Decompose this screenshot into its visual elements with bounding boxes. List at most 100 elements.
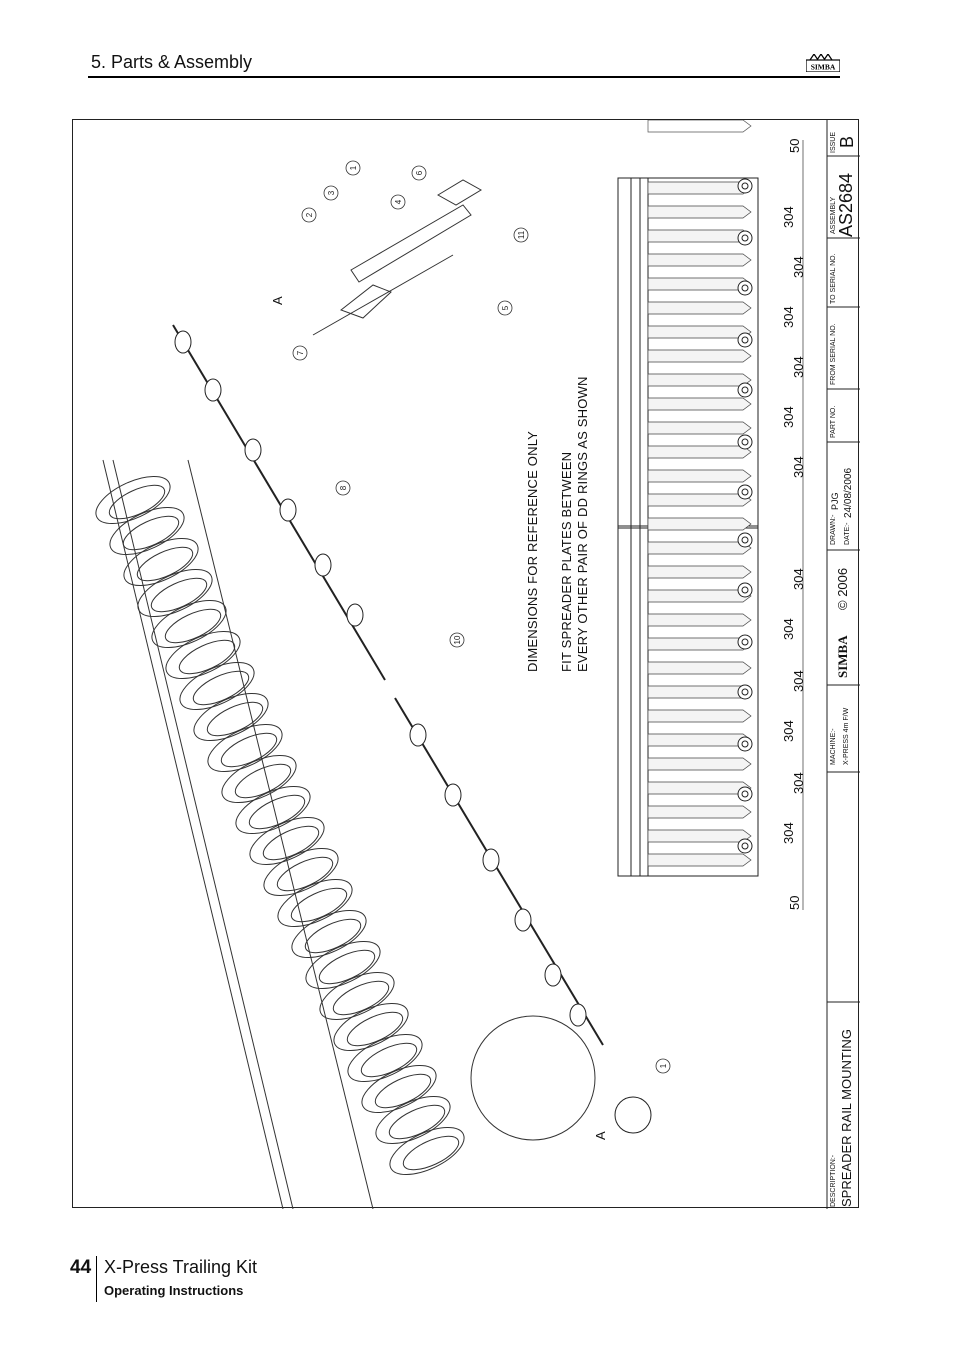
dimension-spacing: 304 xyxy=(791,568,806,590)
disc-ring-inner xyxy=(178,639,236,675)
disc-ring-inner xyxy=(388,1104,446,1140)
callout-number: 8 xyxy=(339,485,348,490)
callout-number: 1 xyxy=(349,165,358,170)
dimension-spacing: 304 xyxy=(791,670,806,692)
spreader-plate xyxy=(647,733,752,747)
disc-ring-inner xyxy=(136,546,194,582)
disc-ring xyxy=(361,1065,437,1113)
spreader-plate xyxy=(647,637,752,651)
disc-ring-inner xyxy=(248,794,306,830)
spreader-plate xyxy=(647,253,752,267)
hub-center xyxy=(741,536,749,544)
spreader-plate xyxy=(647,181,752,195)
rail-wheel xyxy=(514,908,532,932)
disc-ring xyxy=(165,631,241,679)
hub-center xyxy=(741,790,749,798)
page-number: 44 xyxy=(70,1257,92,1278)
rail-wheel xyxy=(409,723,427,747)
spreader-plate xyxy=(647,421,752,435)
spreader-plate xyxy=(647,469,752,483)
disc-ring xyxy=(95,476,171,524)
dimension-spacing: 304 xyxy=(791,256,806,278)
hub-center xyxy=(741,438,749,446)
date-label: DATE:- xyxy=(844,522,851,545)
description-value: SPREADER RAIL MOUNTING xyxy=(839,1029,854,1207)
disc-ring xyxy=(207,724,283,772)
hub-center xyxy=(741,182,749,190)
hub-center xyxy=(741,488,749,496)
dimension-spacing: 304 xyxy=(781,406,796,428)
machine-label: MACHINE:- xyxy=(830,728,837,765)
callout-balloon: 4 xyxy=(390,194,406,210)
disc-ring-inner xyxy=(332,980,390,1016)
callout-number: 4 xyxy=(394,199,403,204)
disc-ring-inner xyxy=(206,701,264,737)
callout-balloon: 11 xyxy=(513,227,529,243)
spreader-plate xyxy=(647,493,752,507)
hub-center xyxy=(741,688,749,696)
hub-center xyxy=(741,842,749,850)
disc-ring-inner xyxy=(262,825,320,861)
spreader-plate xyxy=(647,445,752,459)
disc-ring xyxy=(389,1127,465,1175)
drawn-label: DRAWN:- xyxy=(830,514,837,545)
disc-ring-inner xyxy=(108,484,166,520)
callout-balloon: 8 xyxy=(335,480,351,496)
note-every-other-pair: EVERY OTHER PAIR OF DD RINGS AS SHOWN xyxy=(575,376,590,672)
dimension-spacing: 304 xyxy=(791,356,806,378)
hub-center xyxy=(741,336,749,344)
callout-balloon: 6 xyxy=(411,165,427,181)
rail-wheel xyxy=(482,848,500,872)
disc-ring-inner xyxy=(234,763,292,799)
hub-center xyxy=(741,386,749,394)
callout-number: 7 xyxy=(296,350,305,355)
spreader-plate xyxy=(647,709,752,723)
callout-balloon: 2 xyxy=(301,207,317,223)
spreader-plate xyxy=(647,757,752,771)
dimension-spacing: 304 xyxy=(791,772,806,794)
from-serial-label: FROM SERIAL NO. xyxy=(830,323,837,385)
callout-number: 10 xyxy=(453,635,462,644)
disc-ring xyxy=(123,538,199,586)
disc-ring xyxy=(179,662,255,710)
disc-ring xyxy=(375,1096,451,1144)
spreader-plate xyxy=(647,589,752,603)
rail-wheel xyxy=(204,378,222,402)
disc-ring-inner xyxy=(150,577,208,613)
spreader-plate xyxy=(647,397,752,411)
disc-ring-inner xyxy=(192,670,250,706)
copyright: © 2006 xyxy=(835,567,850,610)
dimension-spacing: 304 xyxy=(781,618,796,640)
callout-number: 6 xyxy=(415,170,424,175)
dimension-spacing: 304 xyxy=(791,456,806,478)
callout-balloon: 5 xyxy=(497,300,513,316)
assembly-number: AS2684 xyxy=(836,172,856,237)
description-label: DESCRIPTION:- xyxy=(830,1154,837,1207)
rail-wheel xyxy=(444,783,462,807)
footer-divider xyxy=(96,1256,97,1302)
disc-ring xyxy=(277,879,353,927)
hub-center xyxy=(741,284,749,292)
rail-wheel xyxy=(174,330,192,354)
rail-wheel xyxy=(569,1003,587,1027)
disc-ring-inner xyxy=(122,515,180,551)
part-no-label: PART NO. xyxy=(830,405,837,438)
disc-ring xyxy=(305,941,381,989)
spreader-plate xyxy=(647,325,752,339)
callout-balloon: 1 xyxy=(655,1058,671,1074)
dimension-spacing: 304 xyxy=(781,306,796,328)
spreader-plate xyxy=(647,805,752,819)
callout-balloon: 7 xyxy=(292,345,308,361)
spreader-plate xyxy=(647,373,752,387)
issue-label: ISSUE xyxy=(830,131,837,153)
spreader-plate xyxy=(647,613,752,627)
spreader-plate xyxy=(647,277,752,291)
rail-wheel xyxy=(544,963,562,987)
hub-center xyxy=(741,740,749,748)
view-label-a-bottom: A xyxy=(593,1131,608,1140)
header-rule xyxy=(88,76,840,78)
spreader-plate xyxy=(647,829,752,843)
dimension-spacing: 304 xyxy=(781,206,796,228)
